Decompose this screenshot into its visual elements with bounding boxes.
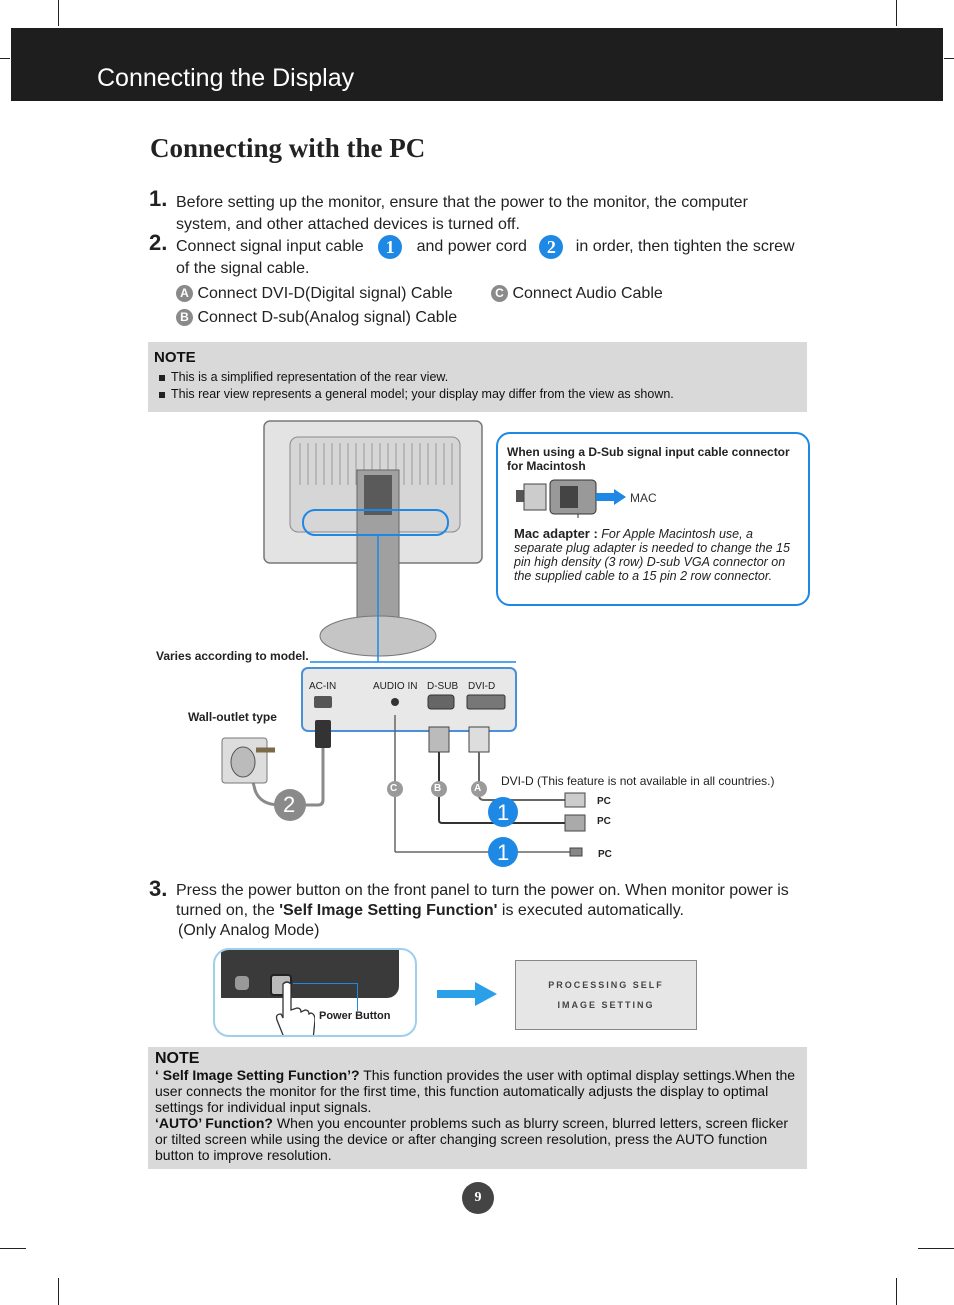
connection-diagram [221, 420, 586, 867]
mac-label: MAC [630, 491, 657, 505]
header-bar [11, 28, 943, 101]
wall-outlet-label: Wall-outlet type [188, 710, 277, 724]
hand-icon [275, 981, 315, 1035]
monitor-rear-illustration [263, 420, 483, 657]
step-number: 2. [149, 230, 168, 255]
mac-adapter-icon [516, 479, 597, 518]
note-item-text: This rear view represents a general mode… [171, 387, 674, 401]
note-box: NOTE This is a simplified representation… [148, 342, 807, 412]
step-2-text: Connect signal input cable 1 and power c… [176, 235, 836, 259]
varies-note: Varies according to model. [156, 649, 309, 663]
mac-adapter-label: Mac adapter : [514, 526, 598, 541]
crop-mark [0, 1248, 26, 1249]
crop-mark [896, 1278, 897, 1305]
crop-mark [58, 0, 59, 26]
port-d-sub: D-SUB [427, 681, 459, 692]
cable-letter: C [390, 783, 398, 794]
option-badge-b: B [176, 309, 193, 327]
step-text-line: system, and other attached devices is tu… [176, 216, 520, 233]
power-button-panel: Power Button [213, 948, 417, 1037]
button-dot [235, 976, 249, 990]
note-item: This is a simplified representation of t… [159, 370, 448, 384]
step-3-text: Press the power button on the front pane… [176, 881, 816, 941]
step-number: 1. [149, 186, 168, 211]
note-text: When you encounter problems such as blur… [155, 1115, 789, 1164]
power-cord-badge: 2 [539, 235, 564, 259]
processing-screen: PROCESSING SELF IMAGE SETTING [515, 960, 697, 1030]
crop-mark [918, 1248, 954, 1249]
power-leader-line [357, 983, 358, 1011]
processing-text: IMAGE SETTING [557, 1000, 655, 1010]
mac-box-title: When using a D-Sub signal input cable co… [507, 445, 790, 473]
mac-adapter-box: When using a D-Sub signal input cable co… [496, 432, 810, 606]
step-text-part: turned on, the [176, 902, 280, 919]
page-number: 9 [462, 1182, 494, 1214]
note-paragraph: ‘ Self Image Setting Function’? This fun… [155, 1067, 800, 1116]
cable-letter: A [474, 783, 482, 794]
crop-mark [944, 58, 954, 59]
option-dvi: A Connect DVI-D(Digital signal) Cable [176, 283, 453, 305]
pc-label: PC [598, 849, 612, 860]
number-power: 2 [283, 792, 296, 817]
option-audio: C Connect Audio Cable [491, 283, 663, 305]
step-1-text: Before setting up the monitor, ensure th… [176, 192, 816, 236]
mac-adapter-text: For Apple Macintosh use, a separate plug… [514, 527, 790, 583]
step-text-part: Connect signal input cable [176, 238, 364, 256]
section-title: Connecting with the PC [150, 133, 426, 163]
port-audio-in: AUDIO IN [373, 681, 418, 692]
note-box-2: NOTE ‘ Self Image Setting Function’? Thi… [148, 1047, 807, 1169]
step-text-part: is executed automatically. [497, 902, 684, 919]
monitor-bezel [221, 950, 399, 998]
number-signal: 1 [497, 800, 510, 825]
step-text-line: Before setting up the monitor, ensure th… [176, 194, 748, 211]
note-text: This function provides the user with opt… [155, 1067, 796, 1116]
page-header-title: Connecting the Display [97, 64, 355, 92]
note-label: NOTE [154, 349, 196, 366]
signal-cable-badge: 1 [378, 235, 403, 259]
bullet-icon [159, 391, 165, 398]
processing-text: PROCESSING SELF [548, 980, 664, 990]
step-text-line: (Only Analog Mode) [178, 922, 320, 939]
option-dsub: B Connect D-sub(Analog signal) Cable [176, 307, 457, 329]
option-label: Connect Audio Cable [512, 285, 663, 302]
note-paragraph: ‘AUTO’ Function? When you encounter prob… [155, 1115, 800, 1164]
note-term: ‘AUTO’ Function? [155, 1115, 273, 1131]
cable-letter: B [434, 783, 442, 794]
arrow-icon [596, 489, 626, 505]
option-label: Connect D-sub(Analog signal) Cable [197, 309, 458, 326]
step-text-line: turned on, the 'Self Image Setting Funct… [176, 901, 816, 921]
step-number: 3. [149, 876, 168, 901]
power-leader-line [293, 983, 357, 984]
number-audio: 1 [497, 840, 510, 865]
note-item: This rear view represents a general mode… [159, 387, 674, 401]
pc-label: PC [597, 796, 611, 807]
step-text-part: and power cord [416, 238, 527, 256]
step-text-line: Press the power button on the front pane… [176, 882, 789, 899]
pc-label: PC [597, 816, 611, 827]
bullet-icon [159, 374, 165, 381]
option-badge-c: C [491, 285, 508, 303]
note-item-text: This is a simplified representation of t… [171, 370, 449, 384]
option-label: Connect DVI-D(Digital signal) Cable [197, 285, 453, 302]
note-label: NOTE [155, 1050, 200, 1067]
crop-mark [0, 58, 10, 59]
port-dvi-d: DVI-D [468, 681, 496, 692]
crop-mark [896, 0, 897, 26]
step-text-line: of the signal cable. [176, 260, 310, 277]
option-badge-a: A [176, 285, 193, 303]
note-term: ‘ Self Image Setting Function’? [155, 1067, 360, 1083]
crop-mark [58, 1278, 59, 1305]
mac-adapter-description: Mac adapter : For Apple Macintosh use, a… [514, 526, 796, 584]
big-arrow-icon [437, 982, 497, 1006]
dvi-note: DVI-D (This feature is not available in … [501, 774, 775, 788]
port-ac-in: AC-IN [309, 681, 337, 692]
power-button-label: Power Button [319, 1010, 391, 1022]
self-image-setting-label: 'Self Image Setting Function' [279, 902, 498, 919]
step-text-part: in order, then tighten the screw [575, 238, 795, 256]
